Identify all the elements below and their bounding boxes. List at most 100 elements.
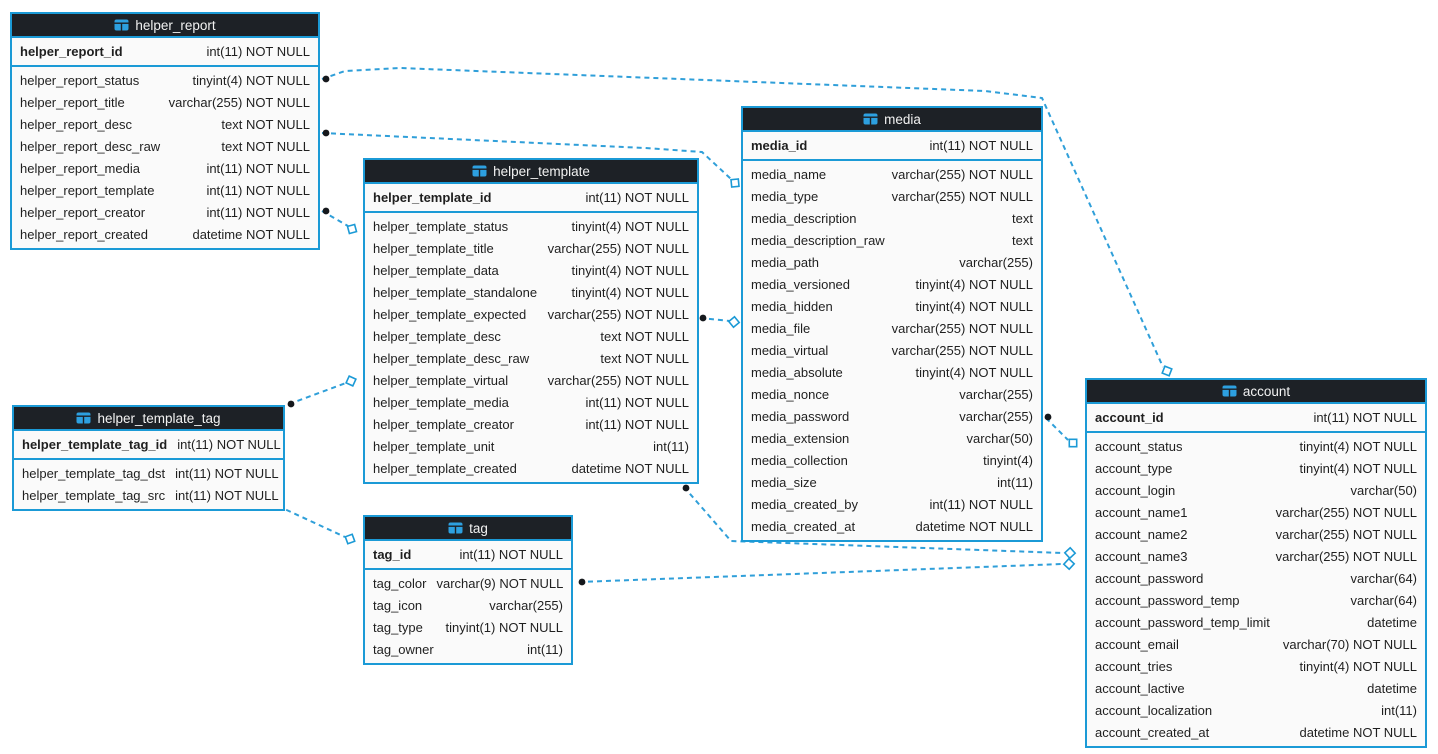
table-title: tag <box>469 520 488 536</box>
column-name: account_password_temp_limit <box>1095 614 1270 630</box>
relationship-helper_report-account[interactable] <box>321 66 1173 377</box>
relationship-line[interactable] <box>578 563 1063 583</box>
relationship-line[interactable] <box>1045 417 1069 441</box>
relationship-media-account[interactable] <box>1044 413 1078 448</box>
column-type: int(11) NOT NULL <box>177 437 281 452</box>
relationship-line[interactable] <box>277 505 346 538</box>
relationship-tag-account[interactable] <box>578 557 1076 586</box>
relationship-helper_report-helper_template[interactable] <box>321 207 358 235</box>
table-header-account[interactable]: account <box>1087 380 1425 404</box>
table-header-helper_template_tag[interactable]: helper_template_tag <box>14 407 283 431</box>
table-header-helper_report[interactable]: helper_report <box>12 14 318 38</box>
relationship-helper_template_tag-helper_template[interactable] <box>287 375 357 408</box>
table-header-tag[interactable]: tag <box>365 517 571 541</box>
relationship-line[interactable] <box>288 382 347 405</box>
relationship-helper_template_tag-tag[interactable] <box>276 502 356 545</box>
column-name: media_name <box>751 166 827 182</box>
table-header-media[interactable]: media <box>743 108 1041 132</box>
relationship-helper_template-media[interactable] <box>699 314 741 329</box>
column-type: varchar(70) NOT NULL <box>1282 636 1417 652</box>
column-type: varchar(64) <box>1350 570 1417 586</box>
relationship-helper_template-account[interactable] <box>682 484 1077 560</box>
relationship-helper_report-media[interactable] <box>321 129 740 188</box>
column-name: tag_type <box>373 619 423 635</box>
relationship-endpoint-diamond <box>345 375 357 387</box>
relationship-line[interactable] <box>321 132 732 180</box>
table-header-helper_template[interactable]: helper_template <box>365 160 697 184</box>
relationship-line[interactable] <box>321 66 1164 368</box>
column-type: int(11) <box>1381 702 1417 718</box>
column-type: tinyint(4) NOT NULL <box>1299 438 1417 454</box>
